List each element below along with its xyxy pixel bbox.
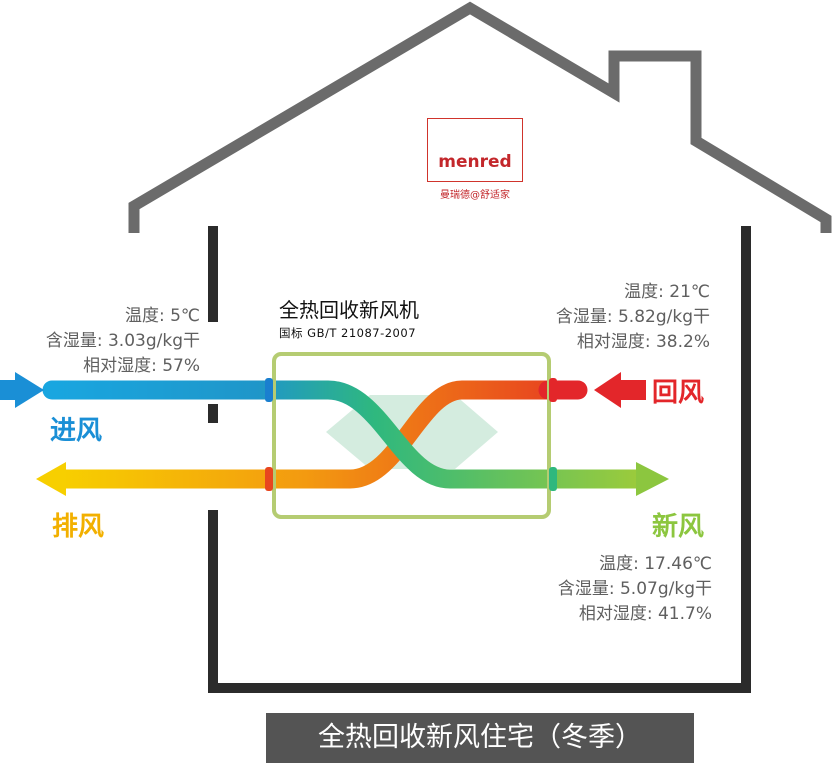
return-air-temperature: 温度: 21℃ [624, 282, 710, 302]
house-outline [128, 1, 832, 693]
house-floor-right-wall [208, 226, 751, 693]
unit-title: 全热回收新风机 [279, 298, 419, 322]
exhaust-label: 排风 [52, 512, 105, 542]
exhaust-arrowhead [36, 462, 66, 496]
return-air-relative-humidity: 相对湿度: 38.2% [576, 332, 710, 352]
fresh-air-label: 新风 [652, 512, 705, 542]
supply-airflow [42, 380, 669, 496]
footer-caption: 全热回收新风住宅（冬季） [266, 713, 694, 763]
exhaust-duct [62, 380, 548, 489]
fresh-air-conditions: 温度: 17.46℃ 含湿量: 5.07g/kg干 相对湿度: 41.7% [510, 552, 712, 627]
inlet-relative-humidity: 相对湿度: 57% [83, 356, 200, 376]
brand-logo: menred [427, 118, 523, 182]
return-arrow [594, 372, 646, 408]
unit-standard: 国标 GB/T 21087-2007 [279, 326, 417, 340]
inlet-humidity-ratio: 含湿量: 3.03g/kg干 [45, 331, 200, 351]
fresh-air-humidity-ratio: 含湿量: 5.07g/kg干 [557, 579, 712, 599]
return-air-label: 回风 [652, 378, 705, 408]
brand-tagline: 曼瑞德@舒适家 [440, 190, 510, 201]
inlet-label: 进风 [50, 416, 103, 446]
inlet-conditions: 温度: 5℃ 含湿量: 3.03g/kg干 相对湿度: 57% [10, 304, 200, 379]
return-air-humidity-ratio: 含湿量: 5.82g/kg干 [555, 307, 710, 327]
duct-connectors [265, 378, 557, 491]
return-air-conditions: 温度: 21℃ 含湿量: 5.82g/kg干 相对湿度: 38.2% [510, 280, 710, 355]
supply-duct [42, 380, 650, 489]
inlet-arrow [0, 372, 44, 408]
fresh-air-arrowhead [636, 462, 669, 496]
brand-name: menred [438, 152, 512, 172]
exhaust-airflow [36, 380, 548, 496]
fresh-air-relative-humidity: 相对湿度: 41.7% [578, 604, 712, 624]
fresh-air-temperature: 温度: 17.46℃ [599, 554, 712, 574]
inlet-temperature: 温度: 5℃ [124, 306, 200, 326]
ventilator-unit-housing [272, 352, 551, 519]
